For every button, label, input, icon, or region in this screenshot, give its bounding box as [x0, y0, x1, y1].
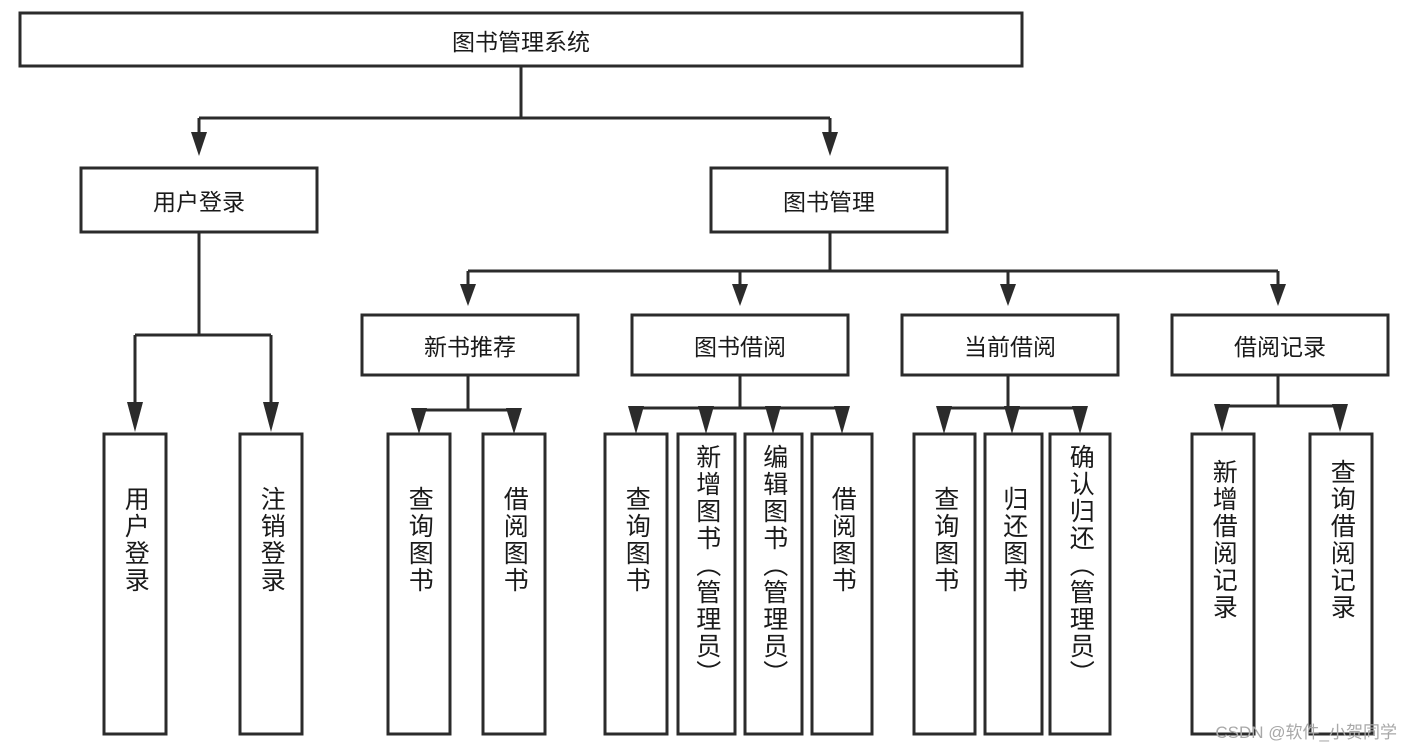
- arrow-head-cb-leaf-2: [1004, 406, 1020, 434]
- connectors-current-borrow-leaves: [936, 375, 1088, 434]
- connectors-book-manage-to-level3: [460, 232, 1286, 306]
- arrow-head-book-manage: [822, 132, 838, 156]
- node-box-leaf-cb-return-book[interactable]: [983, 432, 1044, 736]
- connectors-new-book-leaves: [411, 375, 522, 434]
- node-box-current-borrow[interactable]: [900, 313, 1120, 377]
- node-box-leaf-cb-confirm-return[interactable]: [1048, 432, 1112, 736]
- arrow-head-nb-leaf-1: [411, 408, 427, 434]
- node-box-leaf-bb-query-book[interactable]: [603, 432, 669, 736]
- node-box-book-manage[interactable]: [709, 166, 949, 234]
- arrow-head-bb-leaf-3: [765, 406, 781, 434]
- node-box-leaf-nb-borrow-book[interactable]: [481, 432, 547, 736]
- arrow-head-book-borrow: [732, 284, 748, 306]
- arrow-head-nb-leaf-2: [506, 408, 522, 434]
- arrow-head-user-login: [191, 132, 207, 156]
- arrow-head-bb-leaf-4: [834, 406, 850, 434]
- node-box-leaf-bb-borrow-book[interactable]: [810, 432, 874, 736]
- arrow-head-new-book: [460, 284, 476, 306]
- node-box-leaf-logout[interactable]: [238, 432, 304, 736]
- arrow-head-cb-leaf-1: [936, 406, 952, 434]
- node-box-book-borrow[interactable]: [630, 313, 850, 377]
- arrow-head-cb-leaf-3: [1072, 406, 1088, 434]
- arrow-head-bb-leaf-2: [698, 406, 714, 434]
- connectors-book-borrow-leaves: [628, 375, 850, 434]
- arrow-head-current-borrow: [1000, 284, 1016, 306]
- arrow-head-br-leaf-2: [1332, 404, 1348, 432]
- arrow-head-leaf-logout: [263, 402, 279, 432]
- node-box-user-login[interactable]: [79, 166, 319, 234]
- node-box-leaf-br-add-record[interactable]: [1190, 432, 1256, 736]
- node-box-root[interactable]: [18, 11, 1024, 68]
- arrow-head-borrow-record: [1270, 284, 1286, 306]
- node-box-leaf-cb-query-book[interactable]: [912, 432, 977, 736]
- node-box-borrow-record[interactable]: [1170, 313, 1390, 377]
- connectors-borrow-record-leaves: [1214, 375, 1348, 432]
- connectors-root-to-level2: [191, 66, 838, 156]
- arrow-head-leaf-user-login: [127, 402, 143, 432]
- connectors-user-login-leaves: [127, 232, 279, 432]
- arrow-head-bb-leaf-1: [628, 406, 644, 434]
- node-box-leaf-bb-edit-book[interactable]: [743, 432, 804, 736]
- arrow-head-br-leaf-1: [1214, 404, 1230, 432]
- node-box-leaf-user-login[interactable]: [102, 432, 168, 736]
- node-box-new-book-recommend[interactable]: [360, 313, 580, 377]
- node-box-leaf-br-query-record[interactable]: [1308, 432, 1374, 736]
- node-box-leaf-bb-add-book[interactable]: [676, 432, 737, 736]
- node-box-leaf-nb-query-book[interactable]: [386, 432, 452, 736]
